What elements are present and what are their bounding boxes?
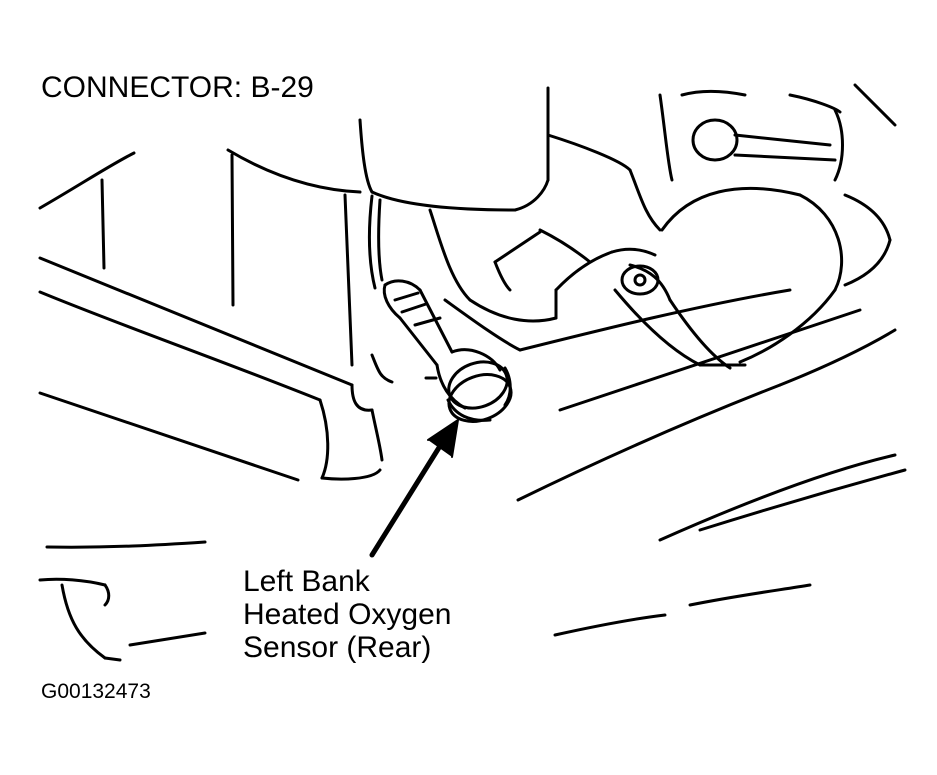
callout-line-1: Left Bank <box>243 565 370 598</box>
right-lower-panel <box>516 288 907 637</box>
page-title: CONNECTOR: B-29 <box>41 71 314 104</box>
callout-line-2: Heated Oxygen <box>243 598 452 631</box>
exhaust-pipe-flange <box>358 86 662 290</box>
figure-id: G00132473 <box>41 680 151 703</box>
callout-line-3: Sensor (Rear) <box>243 631 432 664</box>
center-bracket <box>428 208 614 352</box>
upper-right-component <box>658 83 897 287</box>
right-housing <box>610 186 843 370</box>
upper-left-block-outline <box>38 148 362 402</box>
sensor-callout-label: Left Bank Heated Oxygen Sensor (Rear) <box>243 565 451 664</box>
lower-left-block-outline <box>38 353 394 482</box>
oxygen-sensor <box>382 279 513 423</box>
callout-arrow <box>369 419 459 558</box>
lower-left-fragment <box>38 540 207 662</box>
